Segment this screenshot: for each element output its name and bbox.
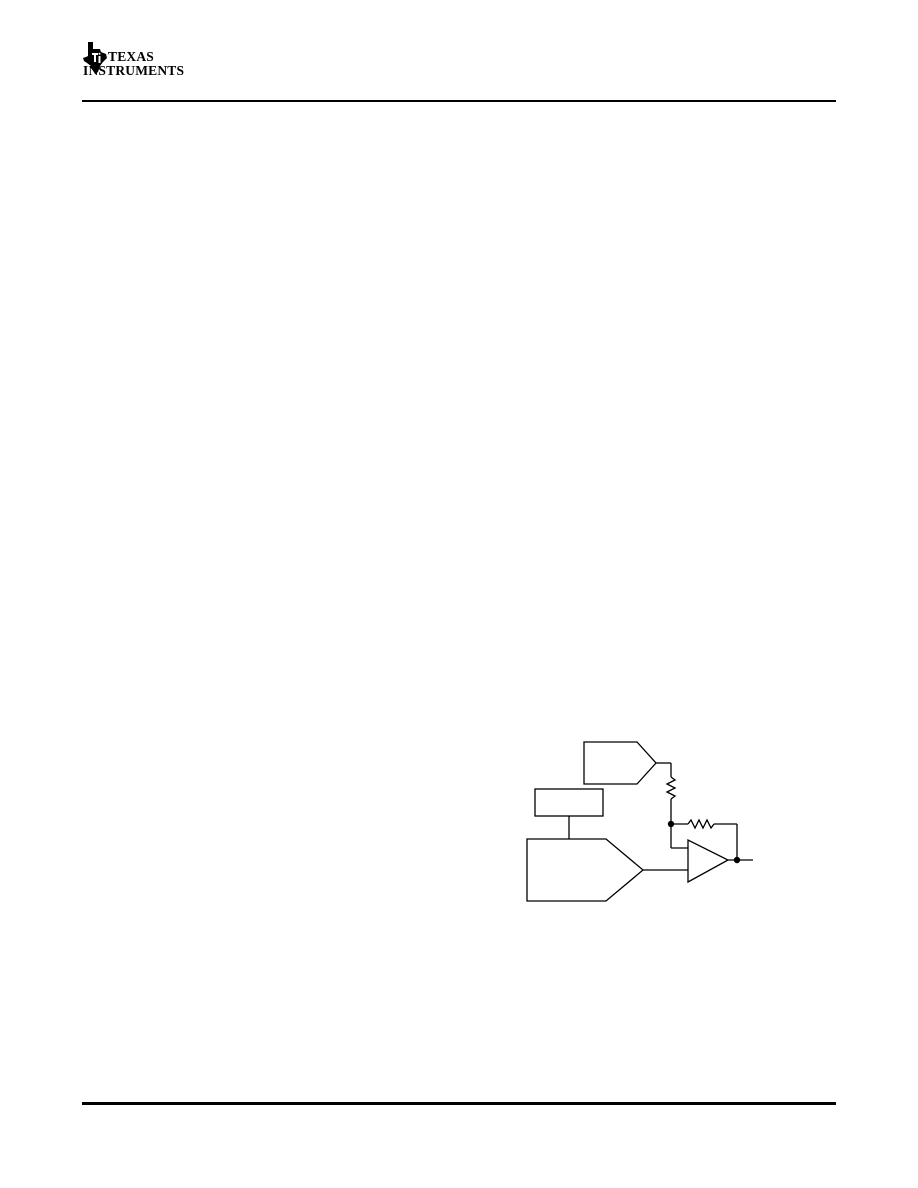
ti-texas-state-icon (83, 42, 107, 74)
output-node (733, 856, 741, 864)
op-amp (687, 838, 730, 884)
logo-text-texas: TEXAS (108, 49, 155, 64)
junction-node (667, 820, 675, 828)
pentagon-block-top (583, 741, 657, 785)
footer-rule (82, 1102, 836, 1105)
circuit-diagram (526, 741, 753, 902)
ti-logo: TEXAS INSTRUMENTS (82, 40, 197, 80)
resistor-series (665, 776, 677, 800)
rectangle-block (534, 788, 604, 817)
logo-text-instruments: INSTRUMENTS (83, 63, 185, 78)
pentagon-block-large (526, 838, 645, 902)
header-rule (82, 100, 836, 102)
resistor-feedback (687, 818, 715, 830)
